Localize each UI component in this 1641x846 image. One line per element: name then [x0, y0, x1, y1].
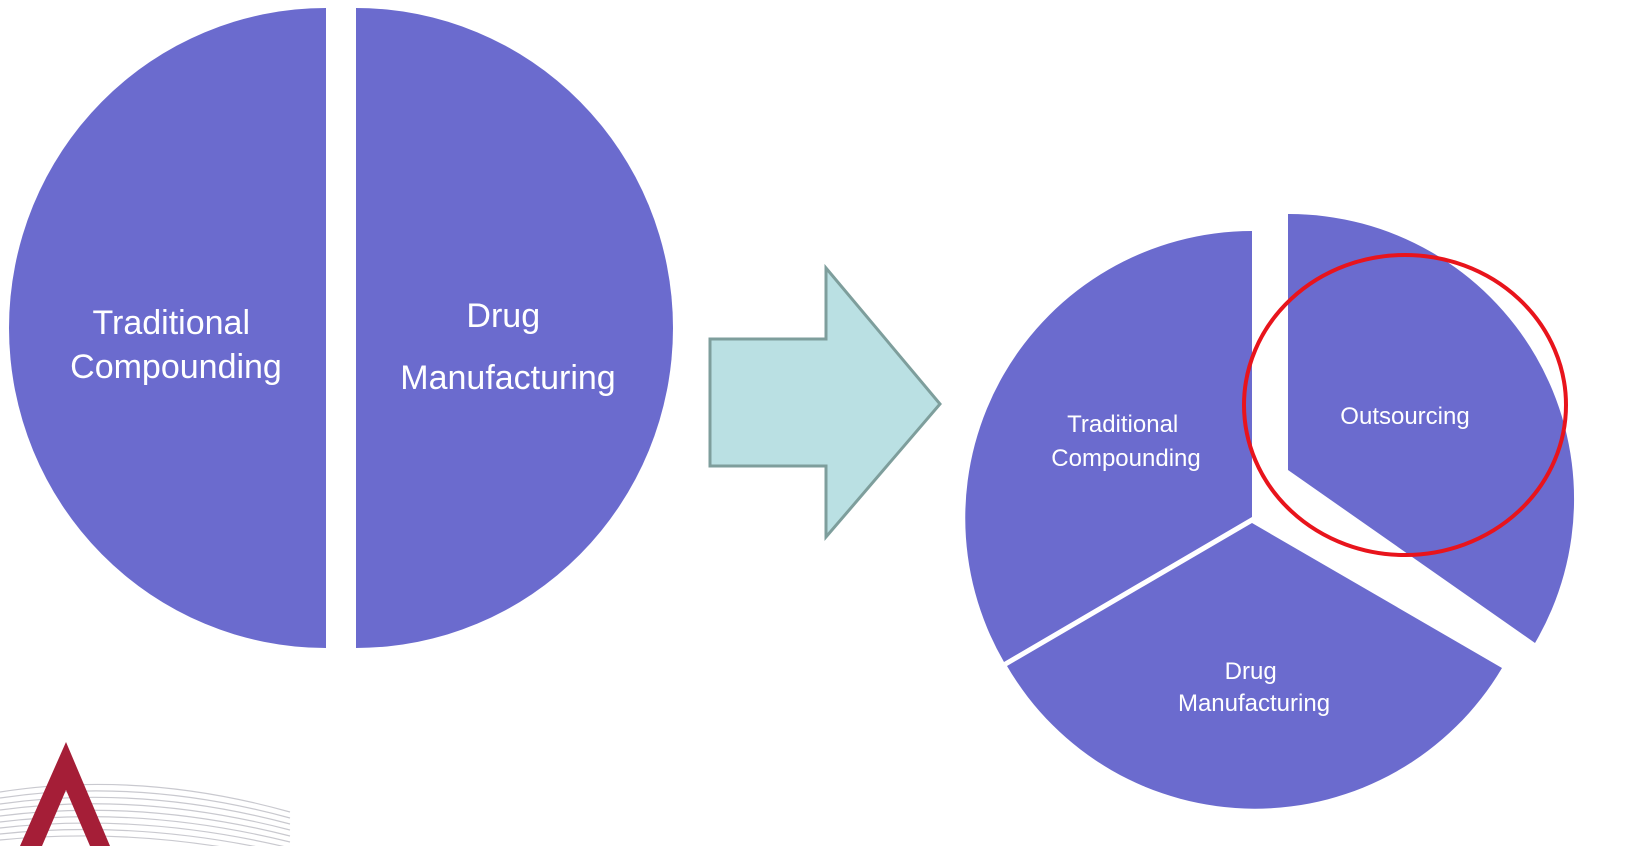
- before-pie-right-segment: [356, 8, 673, 648]
- after-pie-outsourcing-label: Outsourcing: [1340, 403, 1469, 430]
- after-pie-drug-manufacturing-label: Drug Manufacturing: [1178, 658, 1330, 717]
- outsourcing-highlight-ring: [1242, 253, 1568, 557]
- after-pie-outsourcing-segment: [1288, 213, 1575, 643]
- after-pie: Traditional Compounding Outsourcing Drug…: [965, 213, 1575, 809]
- right-arrow-icon: [708, 263, 942, 542]
- before-pie-right-label: Drug Manufacturing: [400, 297, 615, 397]
- after-pie-traditional-compounding-label: Traditional Compounding: [1051, 411, 1200, 472]
- before-pie-left-segment: [9, 8, 326, 648]
- after-pie-traditional-compounding-segment: [965, 231, 1252, 662]
- red-chevron-logo-icon: [0, 742, 291, 846]
- after-pie-drug-manufacturing-segment: [1007, 523, 1502, 809]
- before-pie-left-label: Traditional Compounding: [70, 304, 282, 386]
- before-pie: Traditional Compounding Drug Manufacturi…: [9, 8, 673, 648]
